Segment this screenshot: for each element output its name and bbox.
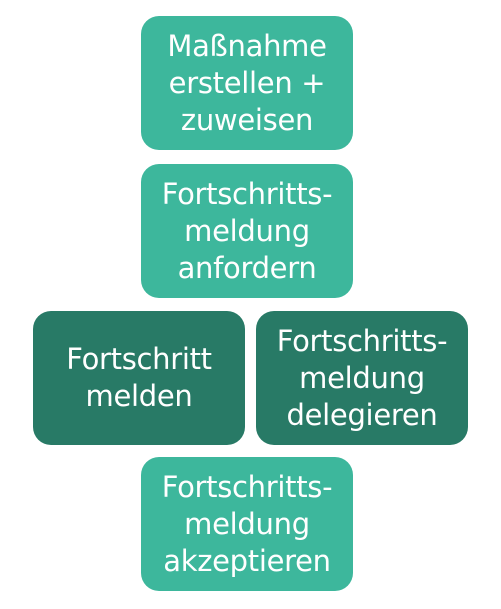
step-label-line: melden: [85, 379, 193, 413]
step-label: Fortschritt melden: [66, 341, 212, 415]
step-label-line: erstellen +: [168, 65, 326, 100]
step-label: Fortschritts- meldung anfordern: [162, 176, 333, 287]
step-label-line: delegieren: [286, 397, 438, 432]
step-fortschritt-melden: Fortschritt melden: [33, 311, 245, 445]
step-label-line: Fortschritts-: [161, 469, 333, 504]
step-label-line: anfordern: [177, 250, 317, 285]
step-fortschrittsmeldung-delegieren: Fortschritts- meldung delegieren: [256, 311, 468, 445]
step-label-line: Maßnahme: [167, 28, 327, 63]
step-label: Maßnahme erstellen + zuweisen: [167, 28, 327, 139]
step-label: Fortschritts- meldung akzeptieren: [162, 469, 333, 580]
step-label-line: meldung: [299, 360, 425, 395]
step-fortschrittsmeldung-anfordern: Fortschritts- meldung anfordern: [141, 164, 353, 298]
step-label-line: Fortschritt: [66, 342, 212, 376]
step-label-line: meldung: [184, 213, 310, 248]
step-label-line: Fortschritts-: [161, 176, 333, 211]
step-label: Fortschritts- meldung delegieren: [277, 323, 448, 434]
step-label-line: Fortschritts-: [276, 323, 448, 358]
step-fortschrittsmeldung-akzeptieren: Fortschritts- meldung akzeptieren: [141, 457, 353, 591]
step-label-line: meldung: [184, 506, 310, 541]
step-massnahme-erstellen: Maßnahme erstellen + zuweisen: [141, 16, 353, 150]
step-label-line: zuweisen: [180, 102, 314, 137]
step-label-line: akzeptieren: [163, 543, 331, 578]
